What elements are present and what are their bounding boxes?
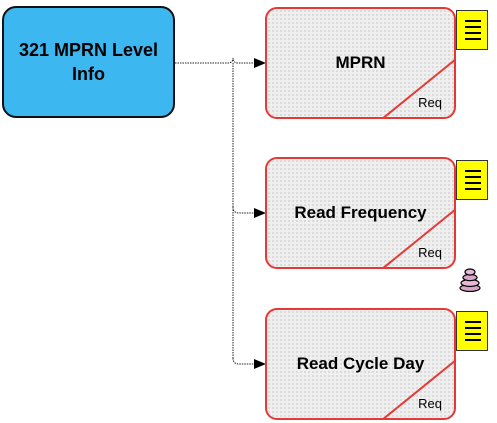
req-corner [382,360,454,418]
connector-read-frequency [232,206,266,218]
req-badge: Req [418,396,442,411]
root-node-label: 321 MPRN Level Info [18,40,159,84]
child-node-read-frequency[interactable]: Read Frequency Req [265,157,456,269]
child-node-mprn[interactable]: MPRN Req [265,7,456,119]
connector-mprn [175,57,266,68]
note-icon[interactable] [456,160,488,200]
req-badge: Req [418,245,442,260]
note-icon[interactable] [456,10,488,50]
child-node-label: Read Cycle Day [296,354,425,373]
req-corner [382,209,454,267]
root-node[interactable]: 321 MPRN Level Info [2,6,175,118]
connector-read-cycle-day [232,357,266,369]
req-badge: Req [418,95,442,110]
note-icon[interactable] [456,311,488,351]
child-node-read-cycle-day[interactable]: Read Cycle Day Req [265,308,456,420]
child-node-label: Read Frequency [294,203,427,222]
req-corner [382,59,454,117]
stack-icon[interactable] [458,266,482,292]
child-node-label: MPRN [335,53,386,72]
